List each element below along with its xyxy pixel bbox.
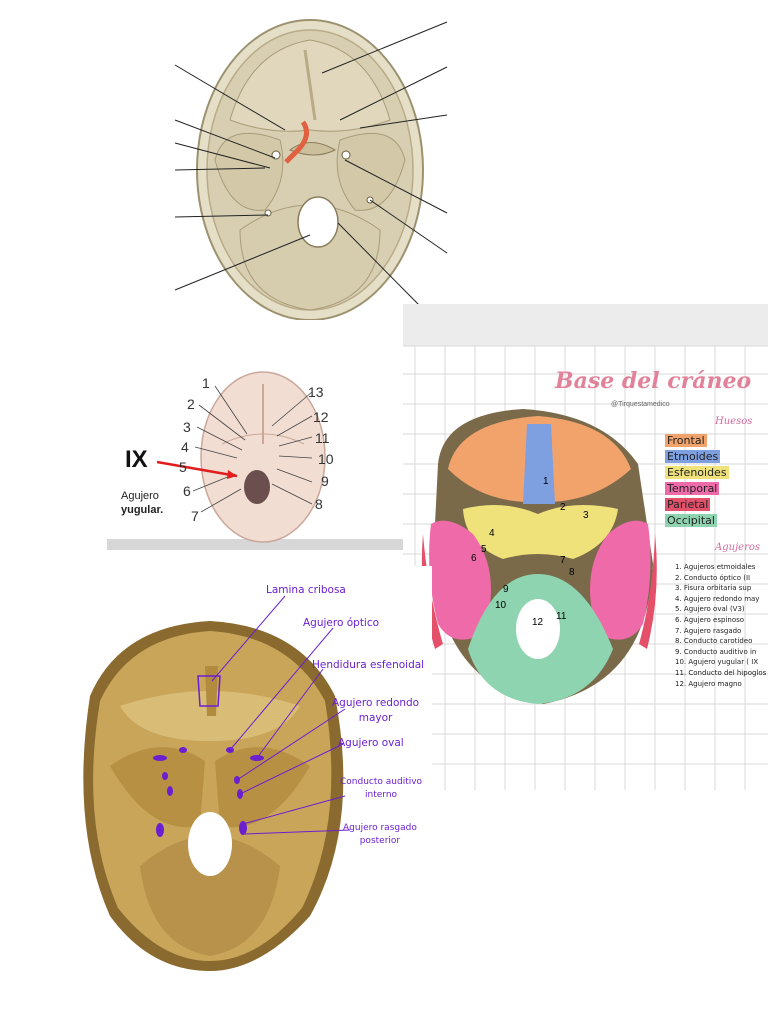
skull-number-5: 5 (481, 544, 487, 555)
skull-number-10: 10 (318, 451, 334, 467)
skull-diagram-top (170, 10, 460, 320)
skull-number-5: 5 (179, 459, 187, 475)
foramen-item: 5. Agujero oval (V3) (675, 605, 745, 614)
skull-number-12: 12 (313, 409, 329, 425)
foramen-item: 11. Conducto del hipoglos (675, 668, 767, 677)
foramen-item: 4. Agujero redondo may (675, 594, 760, 603)
author-handle: @Tirquestamedico (611, 401, 670, 408)
skull-diagram-labeled: Lamina cribosa Agujero óptico Hendidura … (60, 566, 432, 980)
label-conducto-auditivo: Conducto auditivo interno (340, 777, 423, 801)
label-agujero-optico: Agujero óptico (303, 617, 380, 629)
skull-number-12: 12 (532, 617, 544, 628)
panel-title: Base del cráneo (555, 368, 752, 394)
foramen-item: 7. Agujero rasgado (675, 626, 742, 635)
label-lamina-cribosa: Lamina cribosa (266, 584, 346, 596)
skull-number-2: 2 (560, 502, 566, 513)
skull-number-8: 8 (315, 496, 323, 512)
foramen-item: 3. Fisura orbitaria sup (675, 584, 752, 593)
skull-number-4: 4 (489, 528, 495, 539)
legend-esfenoides: Esfenoides (665, 466, 729, 479)
skull-number-2: 2 (187, 396, 195, 412)
legend-parietal: Parietal (665, 498, 711, 511)
legend-frontal: Frontal (665, 434, 707, 447)
foramen-item: 10. Agujero yugular ( IX (675, 658, 759, 667)
foramen-item: 6. Agujero espinoso (675, 615, 745, 624)
bones-heading: Huesos (715, 416, 753, 427)
legend-occipital: Occipital (665, 514, 717, 527)
skull-number-3: 3 (583, 510, 589, 521)
skull-number-10: 10 (495, 600, 507, 611)
foramen-item: 1. Agujeros etmoidales (675, 563, 756, 571)
skull-number-13: 13 (308, 384, 324, 400)
skull-diagram-numbered: 1 2 3 4 5 6 7 13 12 11 10 9 8 IX Agujero… (107, 364, 403, 550)
caption-line-2: yugular. (121, 504, 164, 516)
label-agujero-rasgado: Agujero rasgado posterior (343, 823, 417, 847)
skull-number-1: 1 (543, 476, 549, 487)
caption-line-1: Agujero (121, 490, 159, 502)
skull-number-11: 11 (315, 430, 330, 446)
skull-number-4: 4 (181, 439, 189, 455)
base-del-craneo-panel: Base del cráneo @Tirquestamedico Huesos … (403, 304, 768, 790)
label-agujero-oval: Agujero oval (338, 737, 404, 749)
label-hendidura-esfenoidal: Hendidura esfenoidal (312, 659, 425, 671)
foramen-item: 9. Conducto auditivo in (675, 647, 757, 656)
skull-number-3: 3 (183, 419, 191, 435)
skull-number-6: 6 (471, 553, 477, 564)
foramina-list: 1. Agujeros etmoidales 2. Conducto óptic… (675, 562, 766, 689)
skull-number-11: 11 (556, 611, 567, 622)
legend-temporal: Temporal (665, 482, 720, 495)
cranial-nerve-numeral: IX (125, 446, 148, 473)
legend-etmoides: Etmoides (665, 450, 721, 463)
skull-number-8: 8 (569, 567, 575, 578)
skull-number-7: 7 (560, 555, 566, 566)
foramen-item: 8. Conducto carotídeo (675, 637, 753, 646)
skull-number-6: 6 (183, 483, 191, 499)
skull-number-7: 7 (191, 508, 199, 524)
foramen-item: 12. Agujero magno (675, 679, 742, 688)
label-agujero-redondo: Agujero redondo mayor (332, 697, 420, 725)
foramina-heading: Agujeros (715, 542, 761, 553)
skull-number-9: 9 (503, 584, 509, 595)
foramen-item: 2. Conducto óptico (II (675, 573, 751, 582)
skull-number-1: 1 (202, 375, 210, 391)
skull-number-9: 9 (321, 473, 329, 489)
